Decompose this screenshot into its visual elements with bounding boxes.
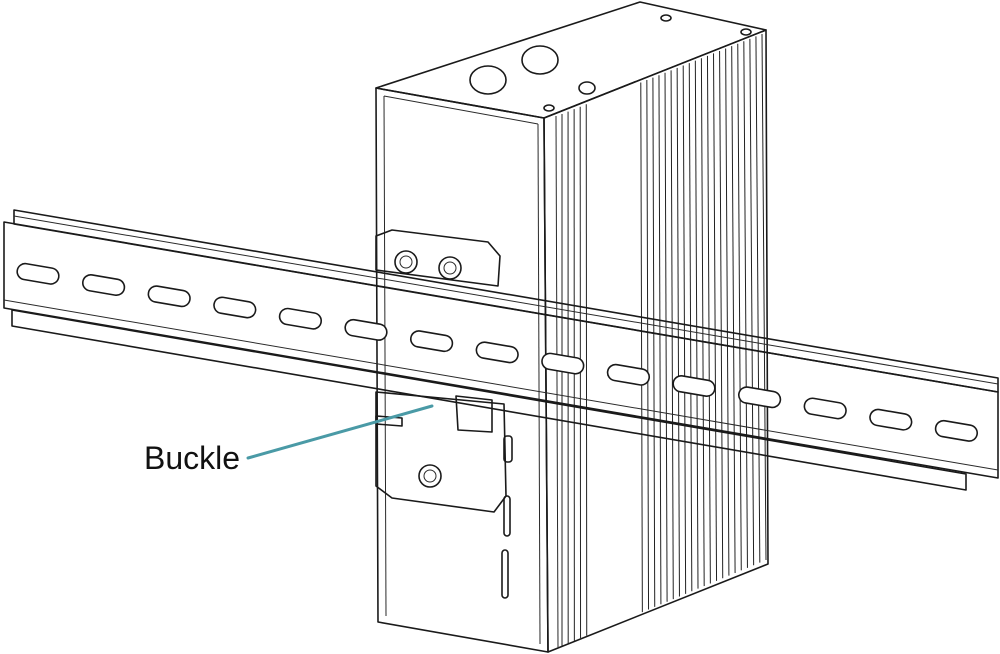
heat-sink-fins [561, 33, 767, 646]
heat-sink-fin [743, 41, 748, 568]
heat-sink-fin [737, 43, 742, 571]
device-enclosure [375, 1, 769, 653]
heat-sink-fin [713, 53, 718, 581]
rail-slot [803, 397, 847, 420]
rail-slot [475, 341, 519, 364]
din-rail [3, 209, 999, 491]
rail-slot [213, 296, 257, 319]
callout-leader-line [246, 404, 434, 460]
rail-slot [737, 386, 782, 409]
rail-slot [934, 419, 979, 442]
heat-sink-fin [706, 55, 711, 584]
rail-slot [606, 363, 651, 386]
heat-sink-fin [640, 82, 643, 613]
buckle-callout-label: Buckle [144, 440, 241, 476]
heat-sink-fin [694, 60, 699, 589]
rail-slot [672, 375, 716, 397]
rail-slot [16, 262, 60, 285]
heat-sink-fin [719, 50, 724, 579]
heat-sink-fin [676, 67, 680, 597]
rail-slot [869, 408, 913, 431]
rail-slot [81, 274, 126, 297]
heat-sink-fin [761, 33, 767, 561]
heat-sink-fin [725, 48, 730, 576]
rail-slot [344, 318, 388, 341]
upper-mount-clip [375, 229, 501, 287]
heat-sink-fin [755, 36, 761, 563]
heat-sink-fin [688, 63, 693, 592]
rail-slot [409, 330, 454, 353]
heat-sink-fin [652, 77, 656, 607]
heat-sink-fin [658, 75, 662, 605]
buckle-clip [375, 391, 513, 599]
heat-sink-fin [749, 38, 755, 566]
heat-sink-fin [731, 46, 736, 574]
rail-slot [147, 285, 191, 308]
rail-slot [278, 307, 323, 330]
heat-sink-fin [664, 72, 668, 602]
heat-sink-fin [646, 80, 650, 610]
heat-sink-fin [700, 58, 705, 587]
heat-sink-fin [670, 70, 674, 600]
rail-slots [16, 262, 979, 442]
heat-sink-fin [682, 65, 687, 594]
rail-slot [541, 352, 585, 375]
